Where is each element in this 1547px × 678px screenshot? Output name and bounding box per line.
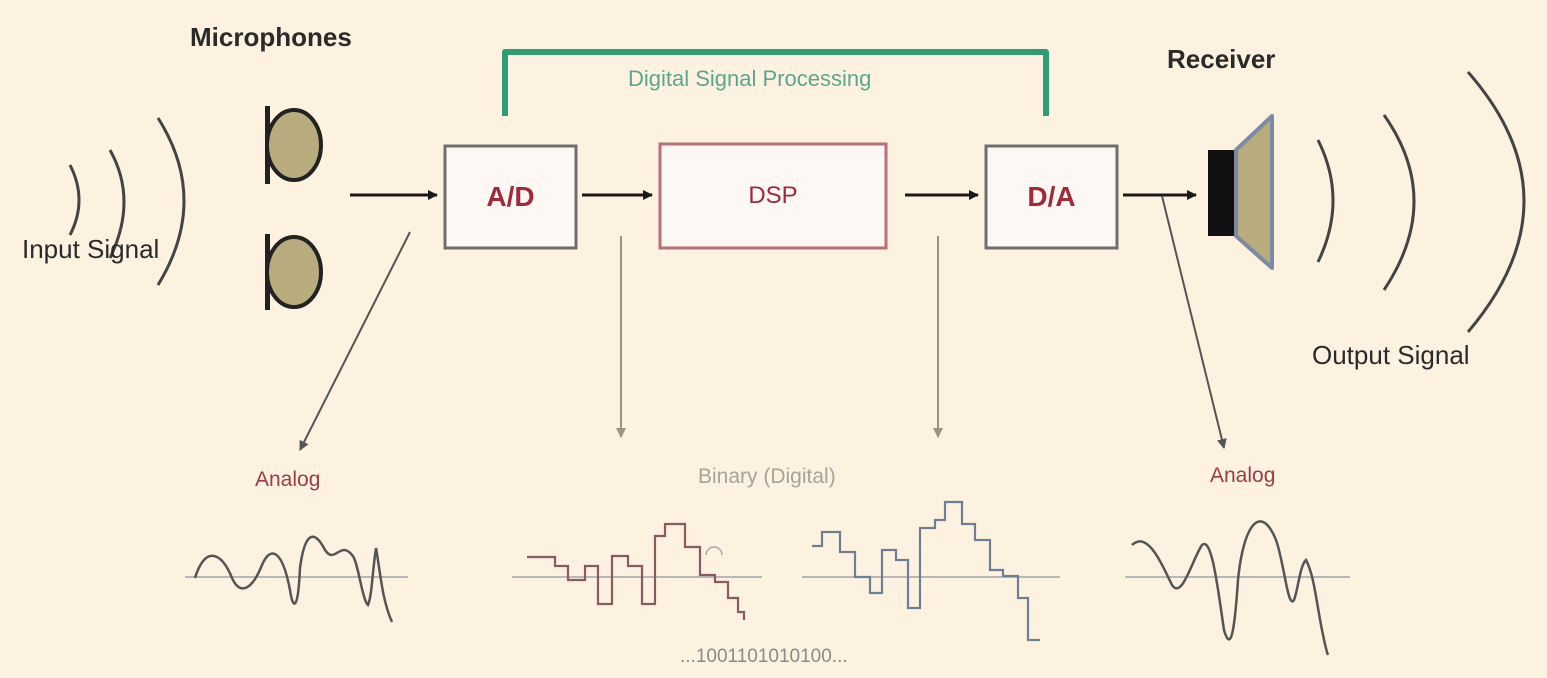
dsp-block-label: DSP <box>748 182 798 209</box>
binary-waveform-right <box>802 500 1060 642</box>
output-wave-icon <box>1316 71 1526 333</box>
arrow-to-analog-in <box>299 231 411 451</box>
receiver-title: Receiver <box>1167 44 1276 74</box>
microphone-icon <box>265 234 323 310</box>
analog-output-waveform <box>1125 520 1350 656</box>
analog-output-label: Analog <box>1210 464 1276 487</box>
dsp-block <box>658 142 888 250</box>
microphone-icon <box>265 106 323 184</box>
analog-input-waveform <box>185 535 408 623</box>
analog-input-label: Analog <box>255 468 321 491</box>
binary-waveform-left <box>512 522 762 620</box>
arrow-to-analog-out <box>1161 195 1227 449</box>
ad-block-label: A/D <box>486 181 535 212</box>
binary-bits-label: ...1001101010100... <box>680 646 848 667</box>
dsp-group-bracket <box>502 49 1049 116</box>
da-converter-block <box>984 144 1119 250</box>
input-signal-label: Input Signal <box>22 234 160 264</box>
output-signal-label: Output Signal <box>1312 340 1470 370</box>
da-block-label: D/A <box>1027 181 1076 212</box>
input-wave-icon <box>68 117 186 286</box>
binary-digital-label: Binary (Digital) <box>698 465 836 488</box>
ad-converter-block <box>443 144 578 250</box>
speaker-icon <box>1208 114 1274 270</box>
dsp-group-label: Digital Signal Processing <box>628 66 872 91</box>
microphones-title: Microphones <box>190 22 352 52</box>
